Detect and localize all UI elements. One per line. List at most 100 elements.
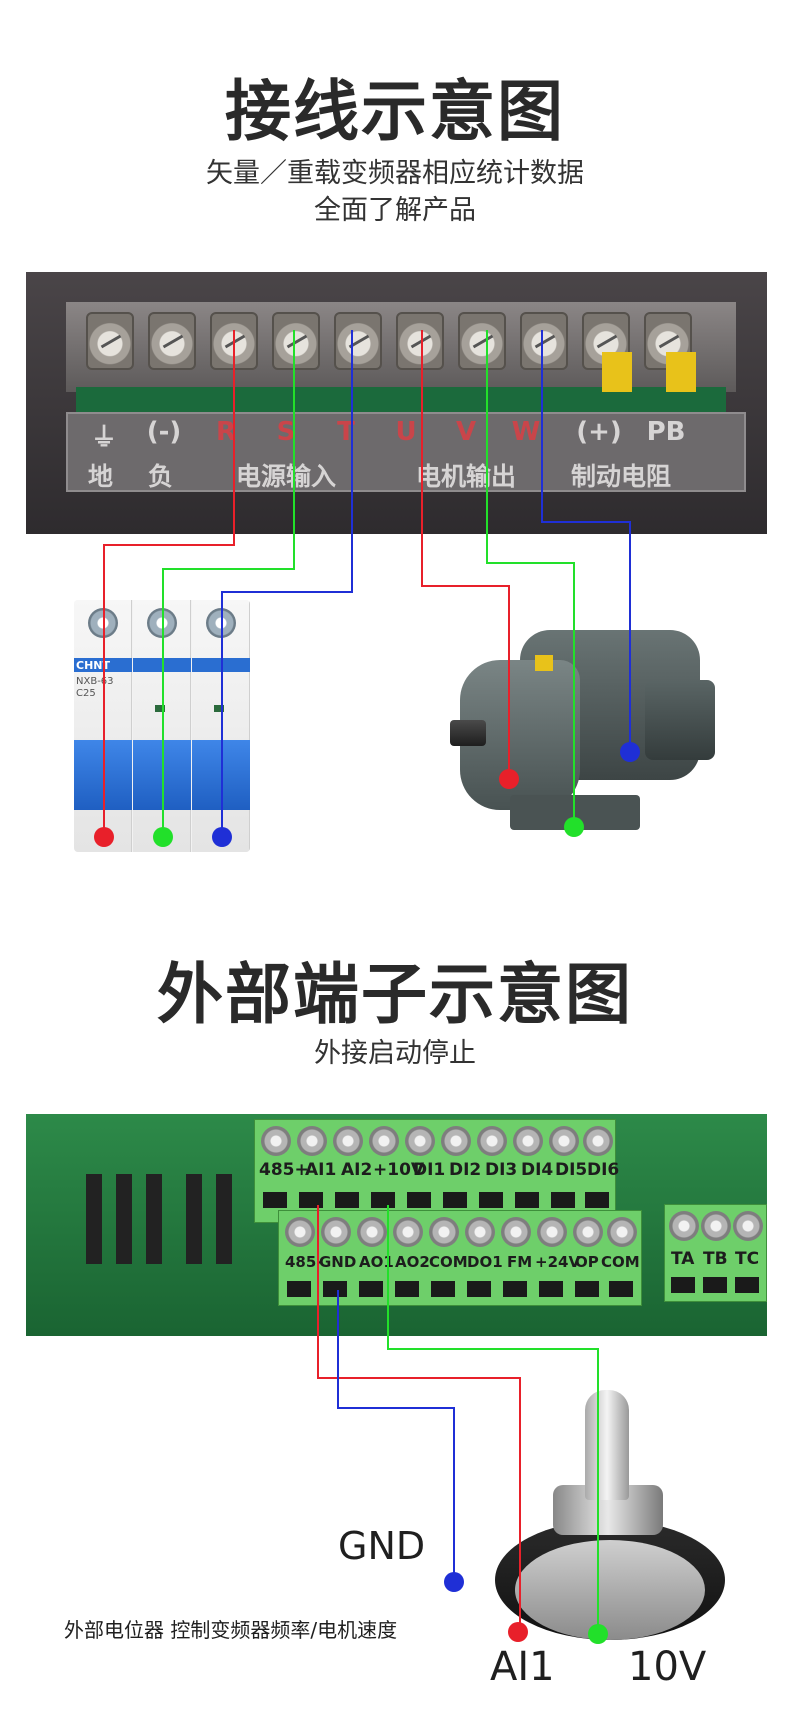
terminal-di4-label: DI4	[521, 1160, 554, 1180]
terminal-v-label: V	[455, 417, 477, 447]
terminal-screw	[733, 1211, 763, 1241]
terminal-hole	[287, 1281, 311, 1297]
control-terminal-photo: 485+ AI1 AI2 +10V DI1 DI2 DI3 DI4 DI5 DI…	[26, 1114, 767, 1336]
gnd-label: GND	[338, 1524, 426, 1568]
breaker-handle	[192, 740, 250, 810]
motor-output-group-label: 电机输出	[416, 462, 517, 491]
jumper-pin	[146, 1174, 162, 1264]
upper-terminal-block: 485+ AI1 AI2 +10V DI1 DI2 DI3 DI4 DI5 DI…	[254, 1119, 619, 1223]
warning-tag	[602, 352, 632, 392]
terminal-hole	[323, 1281, 347, 1297]
breaker-screw	[147, 608, 177, 638]
terminal-hole	[575, 1281, 599, 1297]
terminal-hole	[735, 1277, 759, 1293]
terminal-hole	[479, 1192, 503, 1208]
terminal-do1-label: DO1	[467, 1253, 503, 1271]
lower-terminal-block: 485- GND AO1 AO2 COM DO1 FM +24V OP COM	[278, 1210, 642, 1306]
terminal-screw	[513, 1126, 543, 1156]
terminal-hole	[503, 1281, 527, 1297]
breaker-spec: NXB-63 C25	[76, 676, 114, 700]
terminal-ai1-label: AI1	[305, 1160, 337, 1180]
terminal-ai2-label: AI2	[341, 1160, 373, 1180]
terminal-hole	[371, 1192, 395, 1208]
terminal-tb-label: TB	[703, 1249, 728, 1269]
terminal-screw	[285, 1217, 315, 1247]
terminal-screw	[405, 1126, 435, 1156]
potentiometer-shaft	[585, 1390, 629, 1500]
potentiometer-caption: 外部电位器 控制变频器频率/电机速度	[64, 1618, 398, 1642]
negative-group-label: 负	[148, 462, 174, 491]
terminal-tc-label: TC	[735, 1249, 760, 1269]
brake-resistor-group-label: 制动电阻	[571, 462, 672, 491]
terminal-screw	[334, 312, 382, 370]
terminal-screw	[148, 312, 196, 370]
breaker-brand-band	[133, 658, 191, 672]
terminal-t-label: T	[337, 417, 355, 447]
terminal-hole	[703, 1277, 727, 1293]
terminal-hole	[263, 1192, 287, 1208]
terminal-r-label: R	[215, 417, 237, 447]
wiring-diagram-title: 接线示意图	[225, 73, 565, 150]
terminal-ta-label: TA	[671, 1249, 695, 1269]
terminal-screw	[583, 1126, 613, 1156]
terminal-hole	[671, 1277, 695, 1293]
motor-foot	[510, 795, 640, 830]
jumper-pin	[116, 1174, 132, 1264]
jumper-pin	[186, 1174, 202, 1264]
terminal-screw	[701, 1211, 731, 1241]
breaker-screw	[88, 608, 118, 638]
terminal-screw	[261, 1126, 291, 1156]
terminal-di3-label: DI3	[485, 1160, 518, 1180]
terminal-u-label: U	[395, 417, 417, 447]
external-terminal-subtitle: 外接启动停止	[314, 1038, 476, 1069]
terminal-screw	[520, 312, 568, 370]
terminal-w-label: W	[511, 417, 541, 447]
terminal-hole	[585, 1192, 609, 1208]
breaker-brand: CHNT	[76, 659, 110, 672]
terminal-screw	[669, 1211, 699, 1241]
potentiometer-ring	[515, 1540, 705, 1640]
terminal-10v-label: +10V	[373, 1160, 425, 1180]
terminal-hole	[359, 1281, 383, 1297]
motor-junction-box	[645, 680, 715, 760]
terminal-di5-label: DI5	[555, 1160, 588, 1180]
terminal-screw	[441, 1126, 471, 1156]
breaker-pole	[192, 600, 250, 852]
terminal-screw	[607, 1217, 637, 1247]
positive-label: (+)	[576, 417, 622, 447]
terminal-di1-label: DI1	[413, 1160, 446, 1180]
terminal-ao1-label: AO1	[359, 1253, 394, 1271]
terminal-screw	[210, 312, 258, 370]
terminal-485n-label: 485-	[285, 1253, 323, 1271]
breaker-indicator	[155, 705, 165, 712]
terminal-screw	[357, 1217, 387, 1247]
breaker-brand-band	[192, 658, 250, 672]
breaker-pole	[133, 600, 191, 852]
terminal-screw	[333, 1126, 363, 1156]
breaker-handle	[133, 740, 191, 810]
terminal-screw	[369, 1126, 399, 1156]
breaker-handle	[74, 740, 132, 810]
terminal-screw	[458, 312, 506, 370]
external-terminal-title: 外部端子示意图	[157, 956, 633, 1033]
jumper-pins	[86, 1174, 236, 1274]
motor-shaft	[450, 720, 486, 746]
terminal-hole	[335, 1192, 359, 1208]
terminal-hole	[431, 1281, 455, 1297]
terminal-screw	[549, 1126, 579, 1156]
breaker-rating: C25	[76, 688, 96, 699]
wiring-diagram-subtitle-2: 全面了解产品	[314, 195, 476, 226]
gear-motor	[450, 610, 730, 850]
wiring-diagram-subtitle-1: 矢量／重载变频器相应统计数据	[206, 158, 584, 189]
terminal-screw	[429, 1217, 459, 1247]
terminal-fm-label: FM	[507, 1253, 533, 1271]
terminal-hole	[467, 1281, 491, 1297]
terminal-hole	[551, 1192, 575, 1208]
terminal-screw	[396, 312, 444, 370]
terminal-hole	[609, 1281, 633, 1297]
terminal-screw	[393, 1217, 423, 1247]
terminal-screw	[86, 312, 134, 370]
terminal-hole	[515, 1192, 539, 1208]
terminal-hole	[299, 1192, 323, 1208]
terminal-hole	[539, 1281, 563, 1297]
